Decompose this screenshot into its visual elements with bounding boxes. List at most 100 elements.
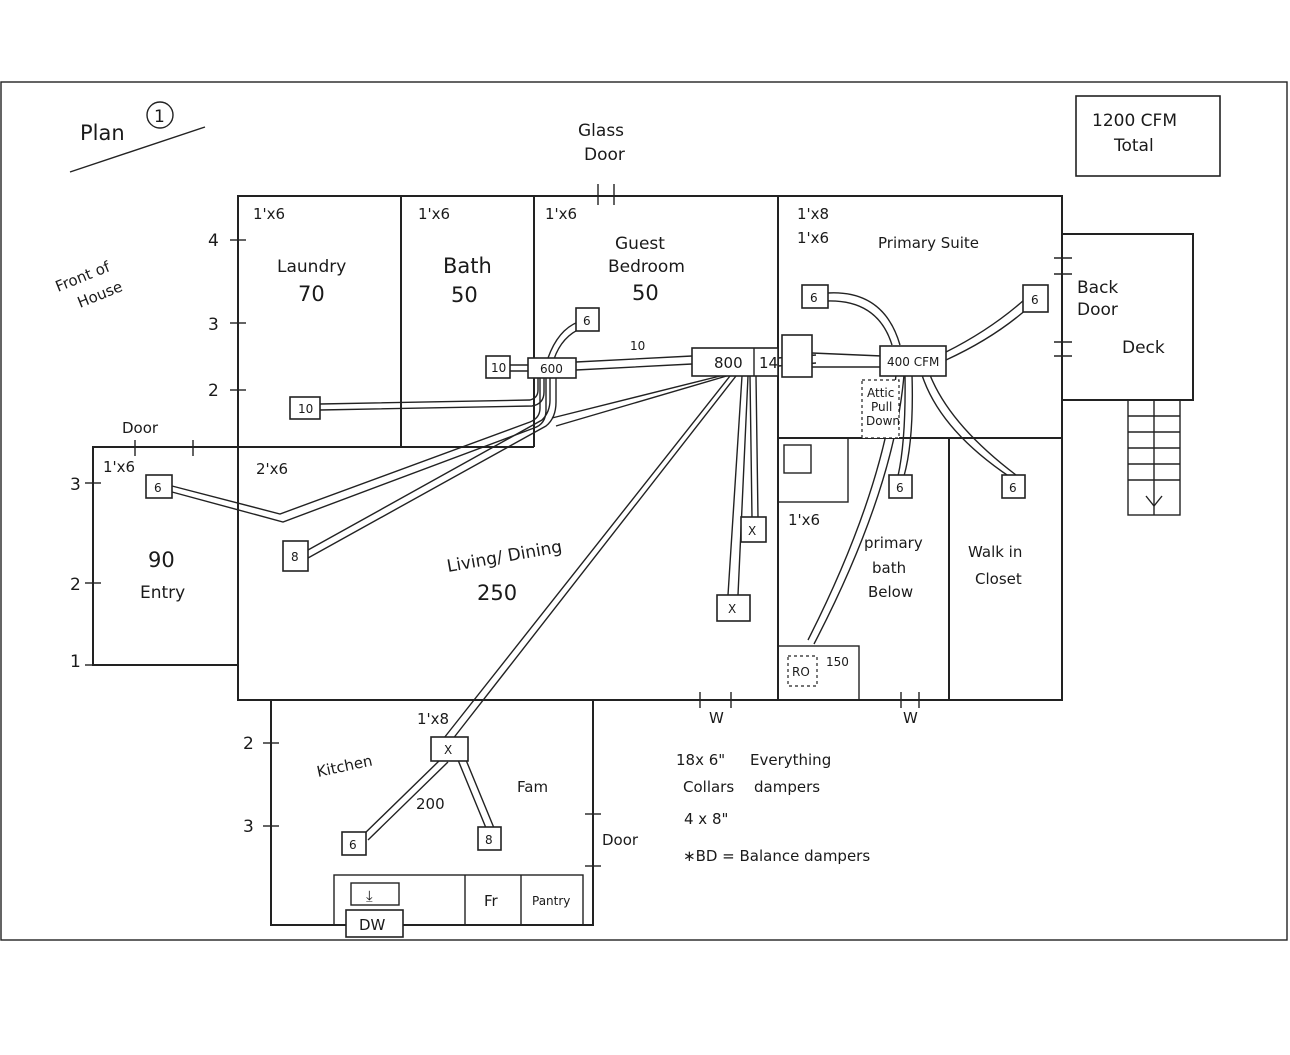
plenum-800 [691,347,779,377]
guest-name-line2: Bedroom [608,257,685,277]
entry-size: 1'x6 [103,458,135,476]
title-underline [69,126,206,173]
register-kitchen-label: 6 [349,838,357,852]
deck-label: Deck [1122,338,1165,358]
kitchen-junction [430,736,469,762]
laundry-cfm: 70 [298,282,325,306]
living-cfm: 250 [477,581,517,605]
note-3: 4 x 8" [684,810,728,828]
primary-bath-line2: bath [872,559,906,577]
entry-outline [92,446,238,666]
window-1-label: W [709,709,724,727]
tick-kitchen-2: 2 [243,734,254,754]
plenum-400-label: 400 CFM [887,355,939,369]
attic-line3: Down [866,414,900,428]
total-cfm-value: 1200 CFM [1092,111,1177,131]
bath-cfm: 50 [451,283,478,307]
living-name: Living/ Dining [445,537,563,577]
pantry-label: Pantry [532,894,570,908]
attic-pull-down [861,379,900,439]
primary-size-1: 1'x8 [797,205,829,223]
total-cfm-label: Total [1113,136,1154,156]
duct-label-10: 10 [630,339,645,353]
tick-entry-2: 2 [70,575,81,595]
guest-cfm: 50 [632,281,659,305]
closet-line1: Walk in [968,543,1022,561]
plan-number-circle [146,101,174,129]
bath-alcove [777,437,849,503]
kitchen-counter [333,874,584,926]
window-2-label: W [903,709,918,727]
air-handler [781,334,813,378]
register-closet [1001,474,1026,499]
kitchen-junction-label: X [444,743,452,757]
plenum-800-label: 800 [714,354,743,372]
dishwasher-label: DW [359,916,386,934]
register-living-label: 8 [291,550,299,564]
register-primary-1 [801,284,829,309]
register-living-x1 [740,516,767,543]
note-1a: 18x 6" [676,751,725,769]
bath-name: Bath [443,254,492,278]
fam-name: Fam [517,778,548,796]
register-guest-label: 6 [583,314,591,328]
tick-kitchen-3: 3 [243,817,254,837]
laundry-size: 1'x6 [253,205,285,223]
register-guest [575,307,600,332]
tick-upper-4: 4 [208,231,219,251]
register-fam-label: 8 [485,833,493,847]
ro-unit [787,655,818,687]
register-bath-label: 10 [491,361,506,375]
laundry-name: Laundry [277,257,346,277]
note-2a: Collars [683,778,734,796]
tick-entry-3: 3 [70,475,81,495]
bath-fixture [783,444,812,474]
register-primary-2 [1022,284,1049,313]
plenum-600 [527,357,577,379]
ro-cfm: 150 [826,655,849,669]
fridge-label: Fr [484,892,499,910]
glass-door-line1: Glass [578,121,624,141]
attic-line1: Attic [867,386,894,400]
bath-size: 1'x6 [418,205,450,223]
kitchen-cfm: 200 [416,795,445,813]
attic-line2: Pull [871,400,892,414]
note-4: ∗BD = Balance dampers [683,847,870,865]
note-1b: Everything [750,751,831,769]
register-living [282,540,309,572]
register-living-x2 [716,594,751,622]
plan-number: 1 [154,107,165,127]
sink-icon: ⤓ [366,887,373,905]
register-laundry-label: 10 [298,402,313,416]
ro-closet [777,645,860,701]
tick-entry-1: 1 [70,652,81,672]
register-primary-bath [888,474,913,499]
plenum-800-side-label: 14 [759,354,778,372]
sink [350,882,400,906]
fam-door-label: Door [602,831,639,849]
primary-suite-name: Primary Suite [878,234,979,252]
entry-name: Entry [140,583,185,603]
plan-title: Plan [80,121,125,145]
note-2b: dampers [754,778,820,796]
tick-upper-3: 3 [208,315,219,335]
register-laundry [289,396,321,420]
primary-bath-line1: primary [864,534,923,552]
entry-cfm: 90 [148,548,175,572]
register-primary-1-label: 6 [810,291,818,305]
register-entry-label: 6 [154,481,162,495]
back-door-line1: Back [1077,278,1118,298]
kitchen-size: 1'x8 [417,710,449,728]
stairs-down-arrow-icon [1145,495,1163,508]
back-door-line2: Door [1077,300,1118,320]
register-fam [477,826,502,851]
register-entry [145,474,173,499]
ro-label: RO [792,665,810,679]
register-primary-2-label: 6 [1031,293,1039,307]
dishwasher [345,909,404,938]
register-primary-bath-label: 6 [896,481,904,495]
guest-name-line1: Guest [615,234,665,254]
register-kitchen [341,831,367,856]
